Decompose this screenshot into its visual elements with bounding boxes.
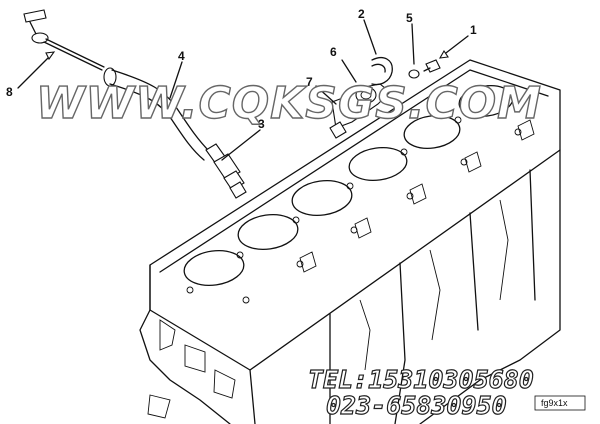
tube-bracket	[329, 57, 441, 139]
callout-3: 3	[258, 117, 265, 131]
cylinder-bores	[183, 85, 535, 304]
watermark-phone: 023-65830950	[326, 391, 507, 420]
callout-1: 1	[470, 23, 477, 37]
watermark-site: WWW.CQKSGS.COM	[36, 78, 542, 129]
dipstick	[23, 9, 105, 71]
callout-7: 7	[306, 75, 313, 89]
callout-labels: 1 2 3 4 5 6 7 8	[6, 7, 477, 131]
callout-2: 2	[358, 7, 365, 21]
callout-6: 6	[330, 45, 337, 59]
callout-8: 8	[6, 85, 13, 99]
engine-block	[139, 59, 561, 424]
figure-code: fg9x1x	[541, 398, 568, 408]
figure-code-box	[534, 395, 586, 411]
callout-4: 4	[178, 49, 185, 63]
callout-5: 5	[406, 11, 413, 25]
leader-lines	[17, 19, 469, 161]
watermark-tel: TEL:15310305680	[308, 365, 534, 394]
dipstick-tube	[103, 67, 247, 199]
